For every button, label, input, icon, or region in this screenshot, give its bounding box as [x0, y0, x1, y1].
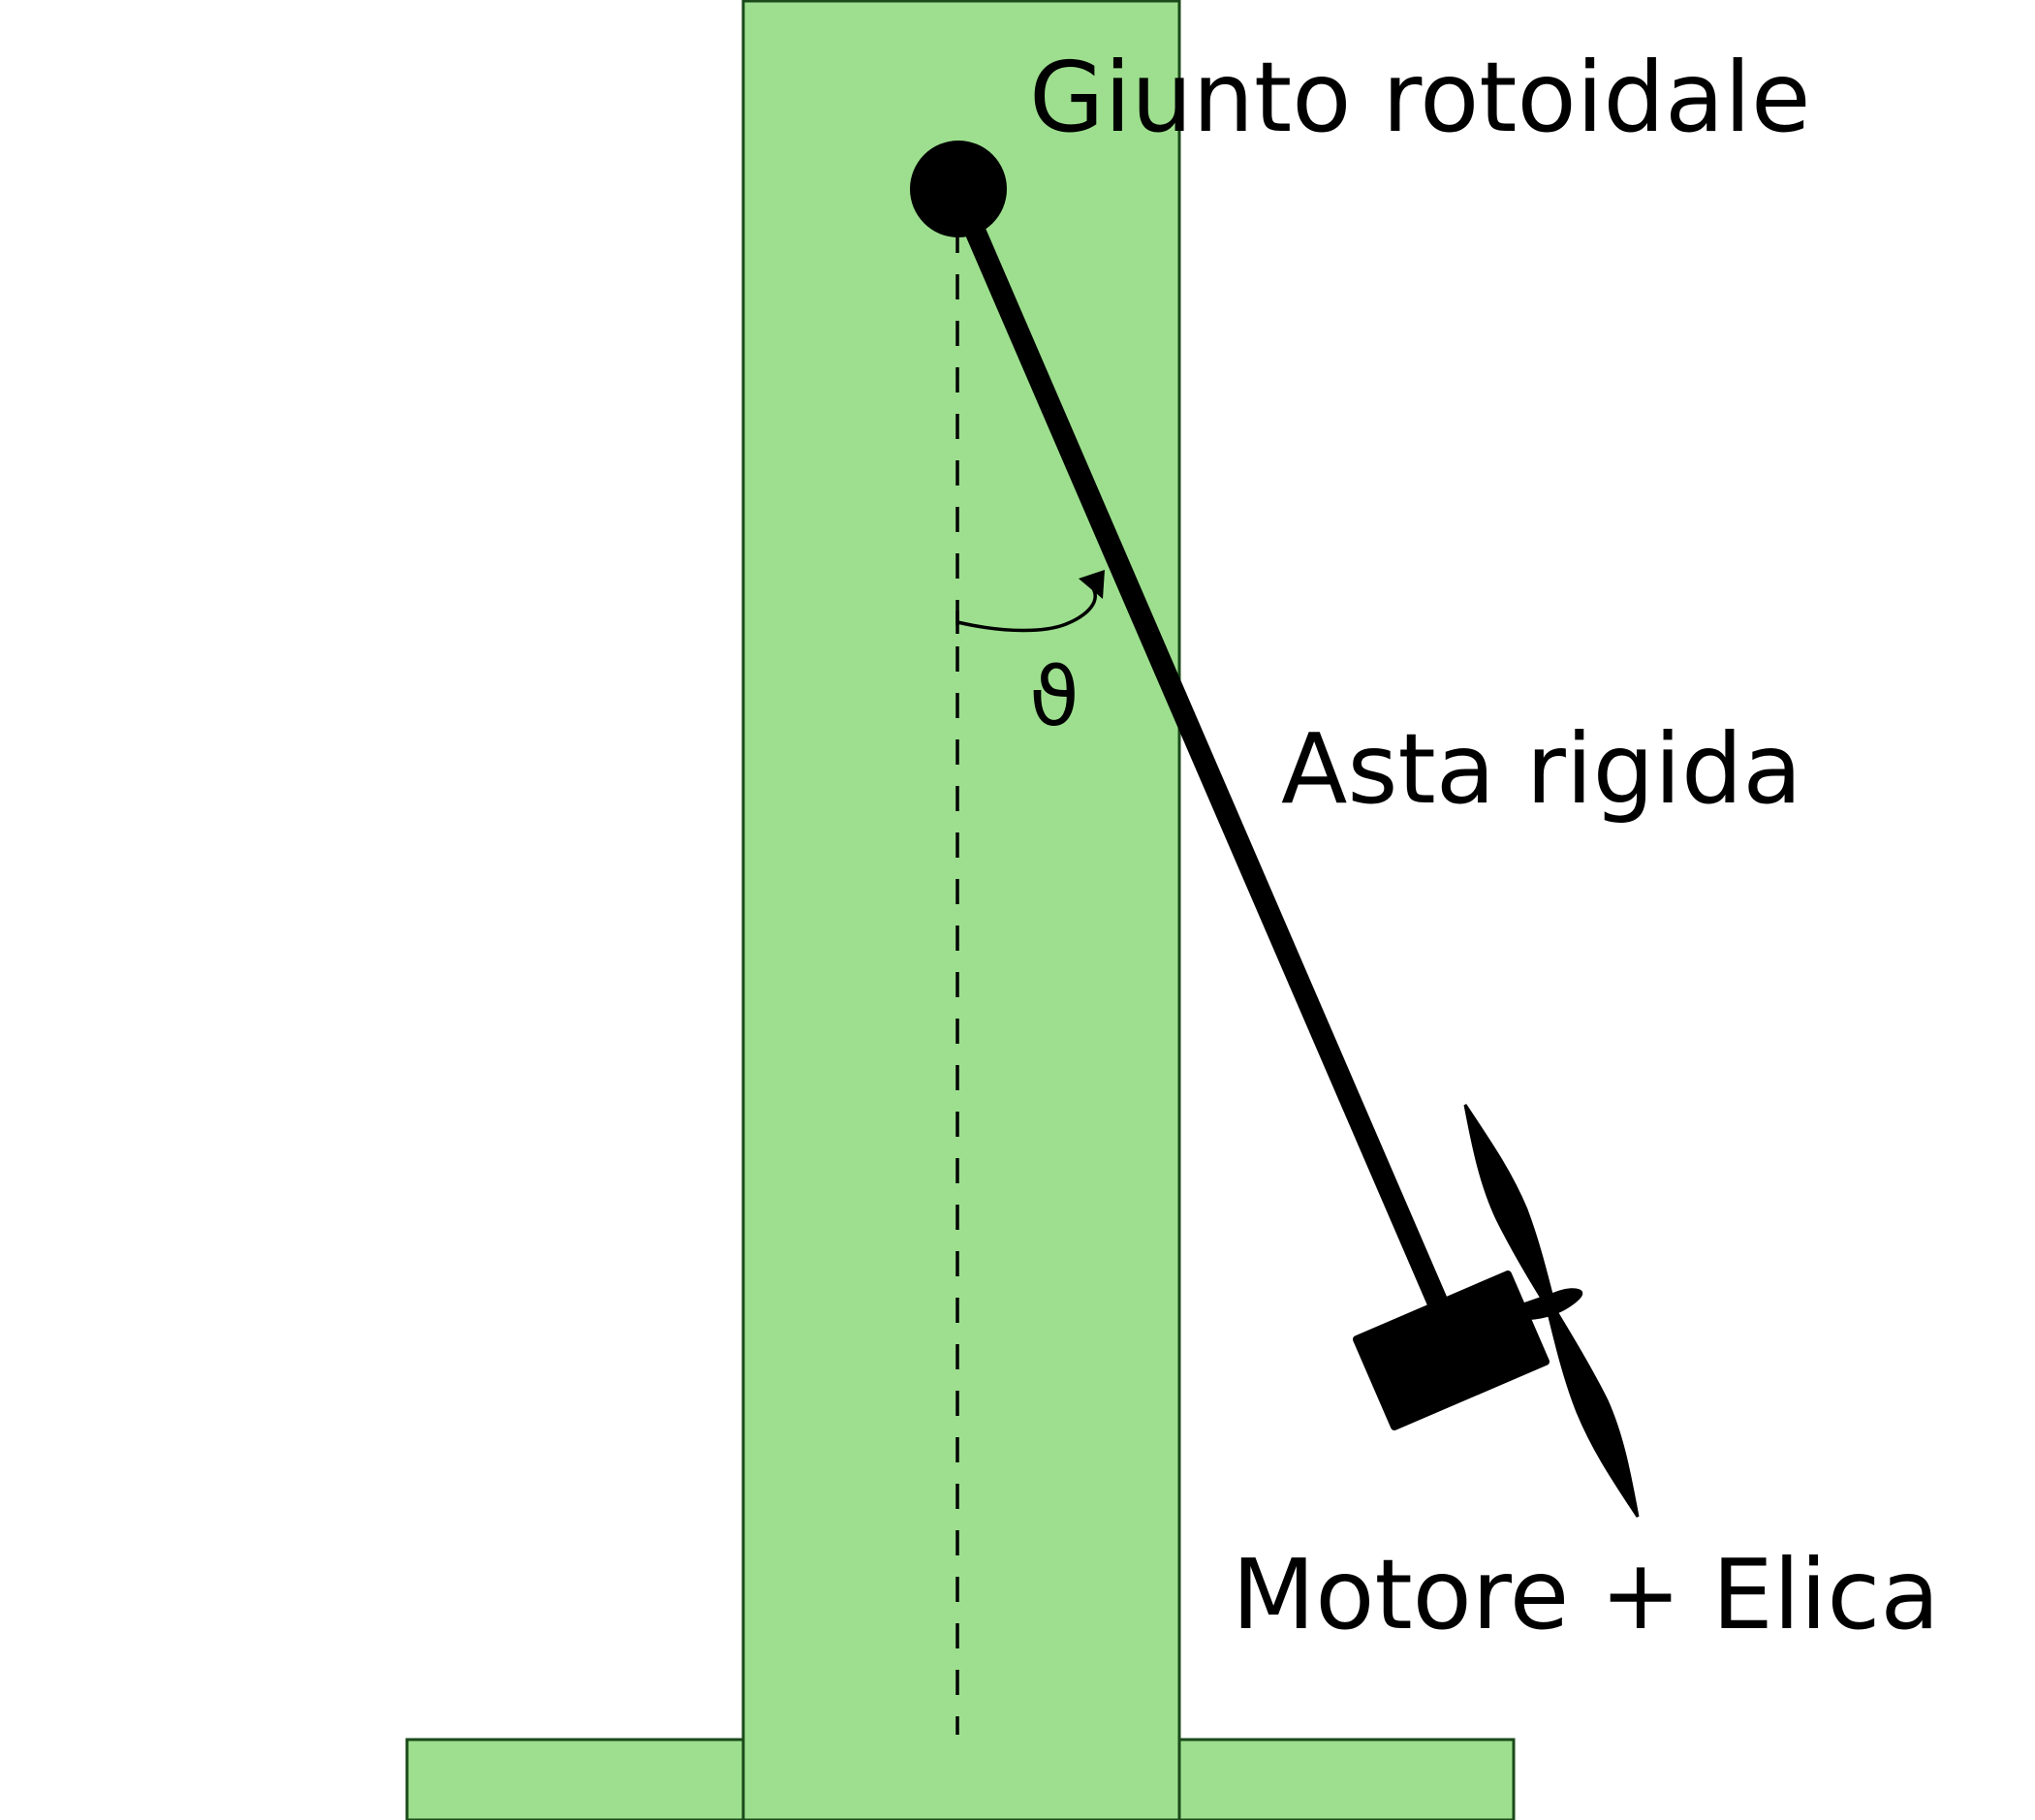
rigid-rod [947, 185, 1458, 1331]
rod-label: Asta rigida [1281, 712, 1802, 826]
angle-arrowhead [1079, 570, 1105, 599]
motor-propeller [1353, 1104, 1640, 1518]
revolute-joint [910, 141, 1007, 237]
motor-shaft [1454, 1318, 1541, 1396]
joint-label: Giunto rotoidale [1029, 41, 1811, 154]
angle-arrow [955, 570, 1105, 634]
motor-label: Motore + Elica [1232, 1538, 1940, 1651]
angle-theta-label: ϑ [1029, 649, 1080, 744]
support-structure [405, 0, 1516, 1820]
support-joint-fill [745, 1738, 1177, 1818]
support-column [741, 0, 1181, 1820]
motor-body [1353, 1271, 1550, 1430]
propeller-blade-bottom [1541, 1288, 1640, 1518]
